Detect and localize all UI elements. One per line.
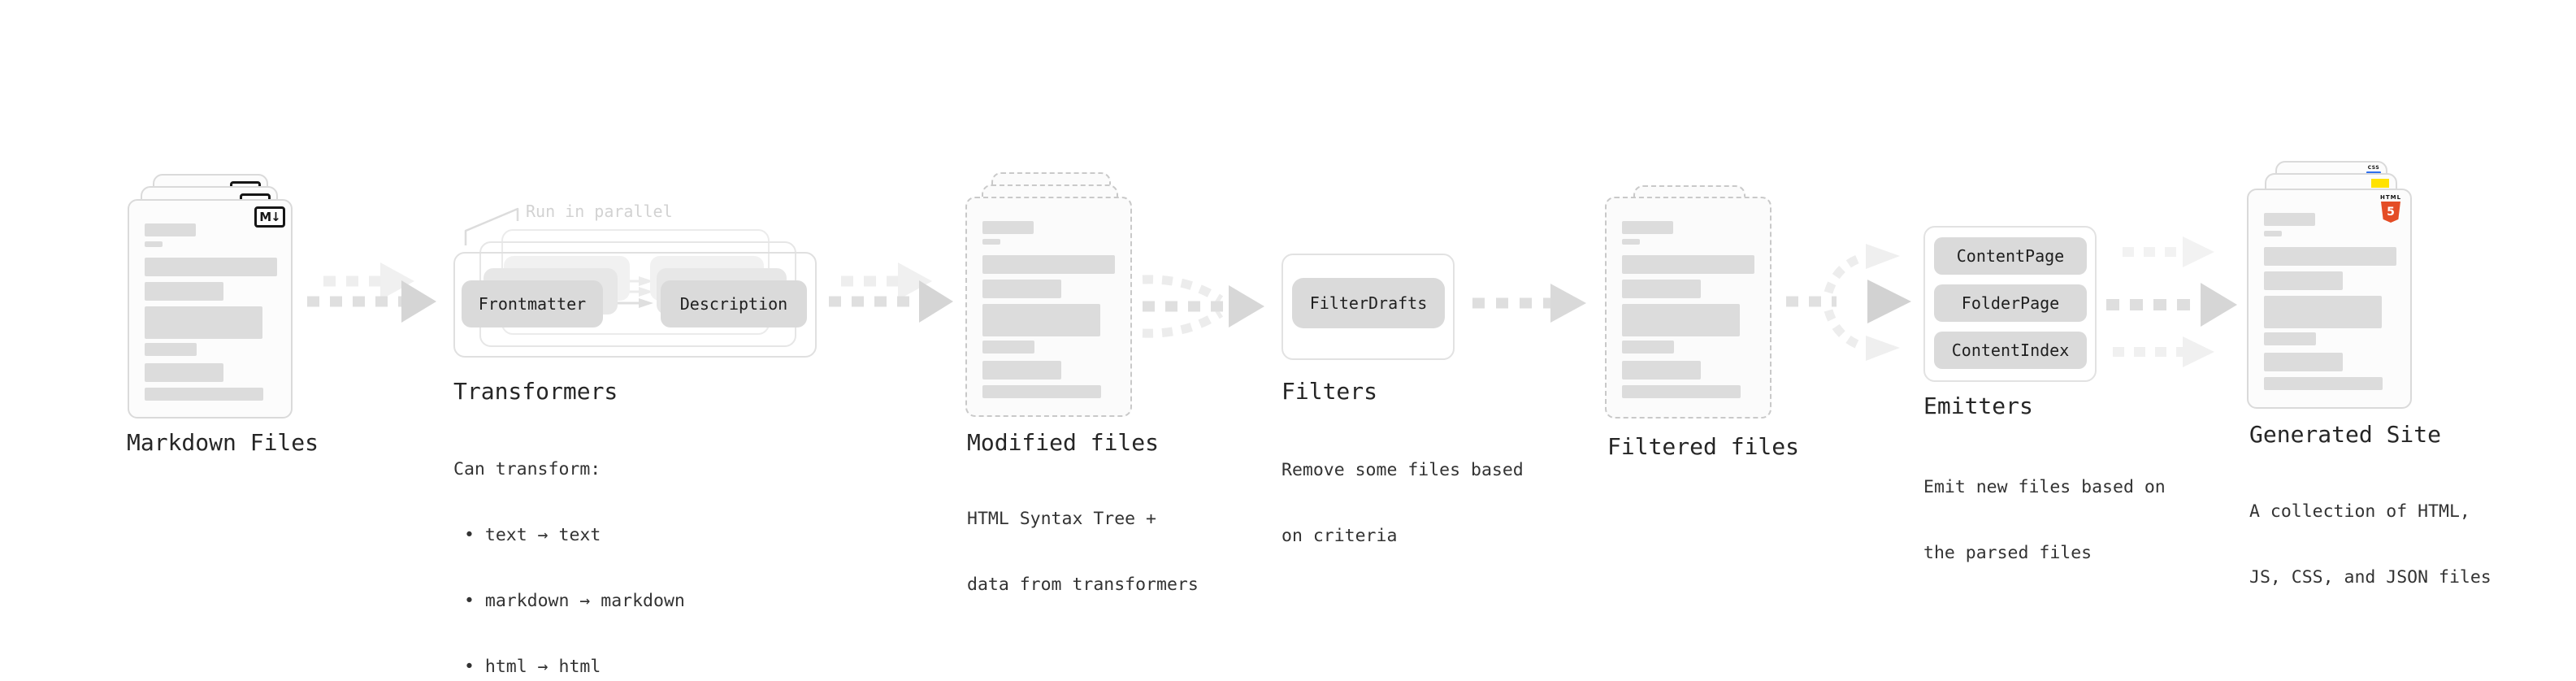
arrow-filtered-to-emitters (1786, 244, 1911, 361)
stage-label-emitters: Emitters (1923, 393, 2033, 419)
file-content-lines (1622, 221, 1754, 398)
text-line-placeholder (145, 363, 223, 382)
text-line-placeholder (2264, 213, 2315, 226)
text-line-placeholder (1622, 361, 1701, 380)
stage-label-filtered-files: Filtered files (1607, 433, 1800, 460)
text-line-placeholder (2264, 296, 2382, 328)
desc-line: data from transformers (967, 575, 1199, 595)
arrow-emitters-to-generated (2106, 236, 2237, 367)
desc-line: on criteria (1281, 526, 1398, 546)
css-icon: CSS (2366, 166, 2381, 174)
file-content-lines (2264, 213, 2396, 390)
arrow-filters-to-filtered (1472, 284, 1586, 323)
file-content-lines (145, 223, 277, 401)
run-in-parallel-callout: Run in parallel (526, 202, 673, 221)
stage-label-modified-files: Modified files (967, 429, 1160, 456)
desc-line: the parsed files (1923, 543, 2092, 563)
html5-icon: HTML 5 (2380, 194, 2401, 223)
stage-description-emitters: Emit new files based on the parsed files (1923, 432, 2166, 608)
filtered-file-card-front (1605, 197, 1772, 419)
text-line-placeholder (145, 343, 197, 356)
text-line-placeholder (1622, 280, 1701, 298)
transformer-pill-frontmatter: Frontmatter (462, 280, 603, 327)
stage-description-transformers: Can transform: • text → text • markdown … (453, 414, 685, 681)
desc-line: Remove some files based (1281, 460, 1524, 480)
desc-line: • html → html (464, 657, 601, 677)
desc-line: Can transform: (453, 459, 601, 479)
text-line-placeholder (982, 340, 1034, 354)
text-line-placeholder (982, 280, 1061, 298)
file-content-lines (982, 221, 1115, 398)
text-line-placeholder (2264, 247, 2396, 266)
text-line-placeholder (2264, 271, 2343, 290)
text-line-placeholder (982, 221, 1034, 234)
css-icon-label: CSS (2367, 165, 2380, 171)
html5-icon-shield: 5 (2381, 202, 2400, 223)
arrow-markdown-to-transformers (307, 262, 436, 323)
desc-line: • text → text (464, 525, 601, 545)
stage-description-generated: A collection of HTML, JS, CSS, and JSON … (2249, 457, 2491, 632)
filter-pill-filterdrafts: FilterDrafts (1292, 278, 1445, 328)
text-line-placeholder (145, 223, 196, 236)
desc-line: A collection of HTML, (2249, 501, 2470, 522)
text-line-placeholder (145, 258, 277, 276)
emitter-pill-contentpage: ContentPage (1934, 237, 2087, 275)
generated-file-card-html: HTML 5 (2247, 189, 2412, 409)
emitter-pill-folderpage: FolderPage (1934, 284, 2087, 322)
text-line-placeholder (2264, 353, 2343, 371)
text-line-placeholder (982, 361, 1061, 380)
html5-icon-label: HTML (2380, 194, 2402, 201)
text-line-placeholder (982, 239, 1000, 245)
text-line-placeholder (145, 282, 223, 301)
text-line-placeholder (145, 241, 163, 247)
stage-label-filters: Filters (1281, 378, 1378, 405)
stage-label-generated-site: Generated Site (2249, 421, 2442, 448)
markdown-icon: M↓ (254, 206, 285, 228)
text-line-placeholder (1622, 239, 1640, 245)
desc-line: Emit new files based on (1923, 477, 2166, 497)
emitter-pill-contentindex: ContentIndex (1934, 332, 2087, 369)
text-line-placeholder (982, 255, 1115, 274)
stage-label-transformers: Transformers (453, 378, 618, 405)
css-icon-bar (2366, 171, 2381, 174)
markdown-file-card-front: M↓ (128, 199, 293, 419)
text-line-placeholder (1622, 255, 1754, 274)
desc-line: HTML Syntax Tree + (967, 509, 1156, 529)
text-line-placeholder (145, 306, 262, 339)
run-in-parallel-leader-line (464, 207, 519, 245)
text-line-placeholder (145, 388, 263, 401)
text-line-placeholder (1622, 304, 1740, 336)
text-line-placeholder (1622, 340, 1674, 354)
desc-line: JS, CSS, and JSON files (2249, 567, 2491, 588)
text-line-placeholder (1622, 385, 1741, 398)
desc-line: • markdown → markdown (464, 591, 685, 611)
transformer-pill-description: Description (661, 280, 807, 327)
arrow-modified-to-filters (1142, 275, 1264, 338)
text-line-placeholder (2264, 377, 2383, 390)
javascript-icon (2371, 179, 2389, 188)
text-line-placeholder (982, 385, 1101, 398)
stage-label-markdown-files: Markdown Files (127, 429, 319, 456)
text-line-placeholder (2264, 332, 2316, 345)
transformer-layer-box-front (453, 252, 817, 358)
stage-description-filters: Remove some files based on criteria (1281, 415, 1524, 591)
text-line-placeholder (2264, 231, 2282, 236)
text-line-placeholder (982, 304, 1100, 336)
arrow-transformers-to-modified (829, 262, 953, 323)
stage-description-modified: HTML Syntax Tree + data from transformer… (967, 464, 1199, 640)
text-line-placeholder (1622, 221, 1673, 234)
modified-file-card-front (965, 197, 1132, 417)
